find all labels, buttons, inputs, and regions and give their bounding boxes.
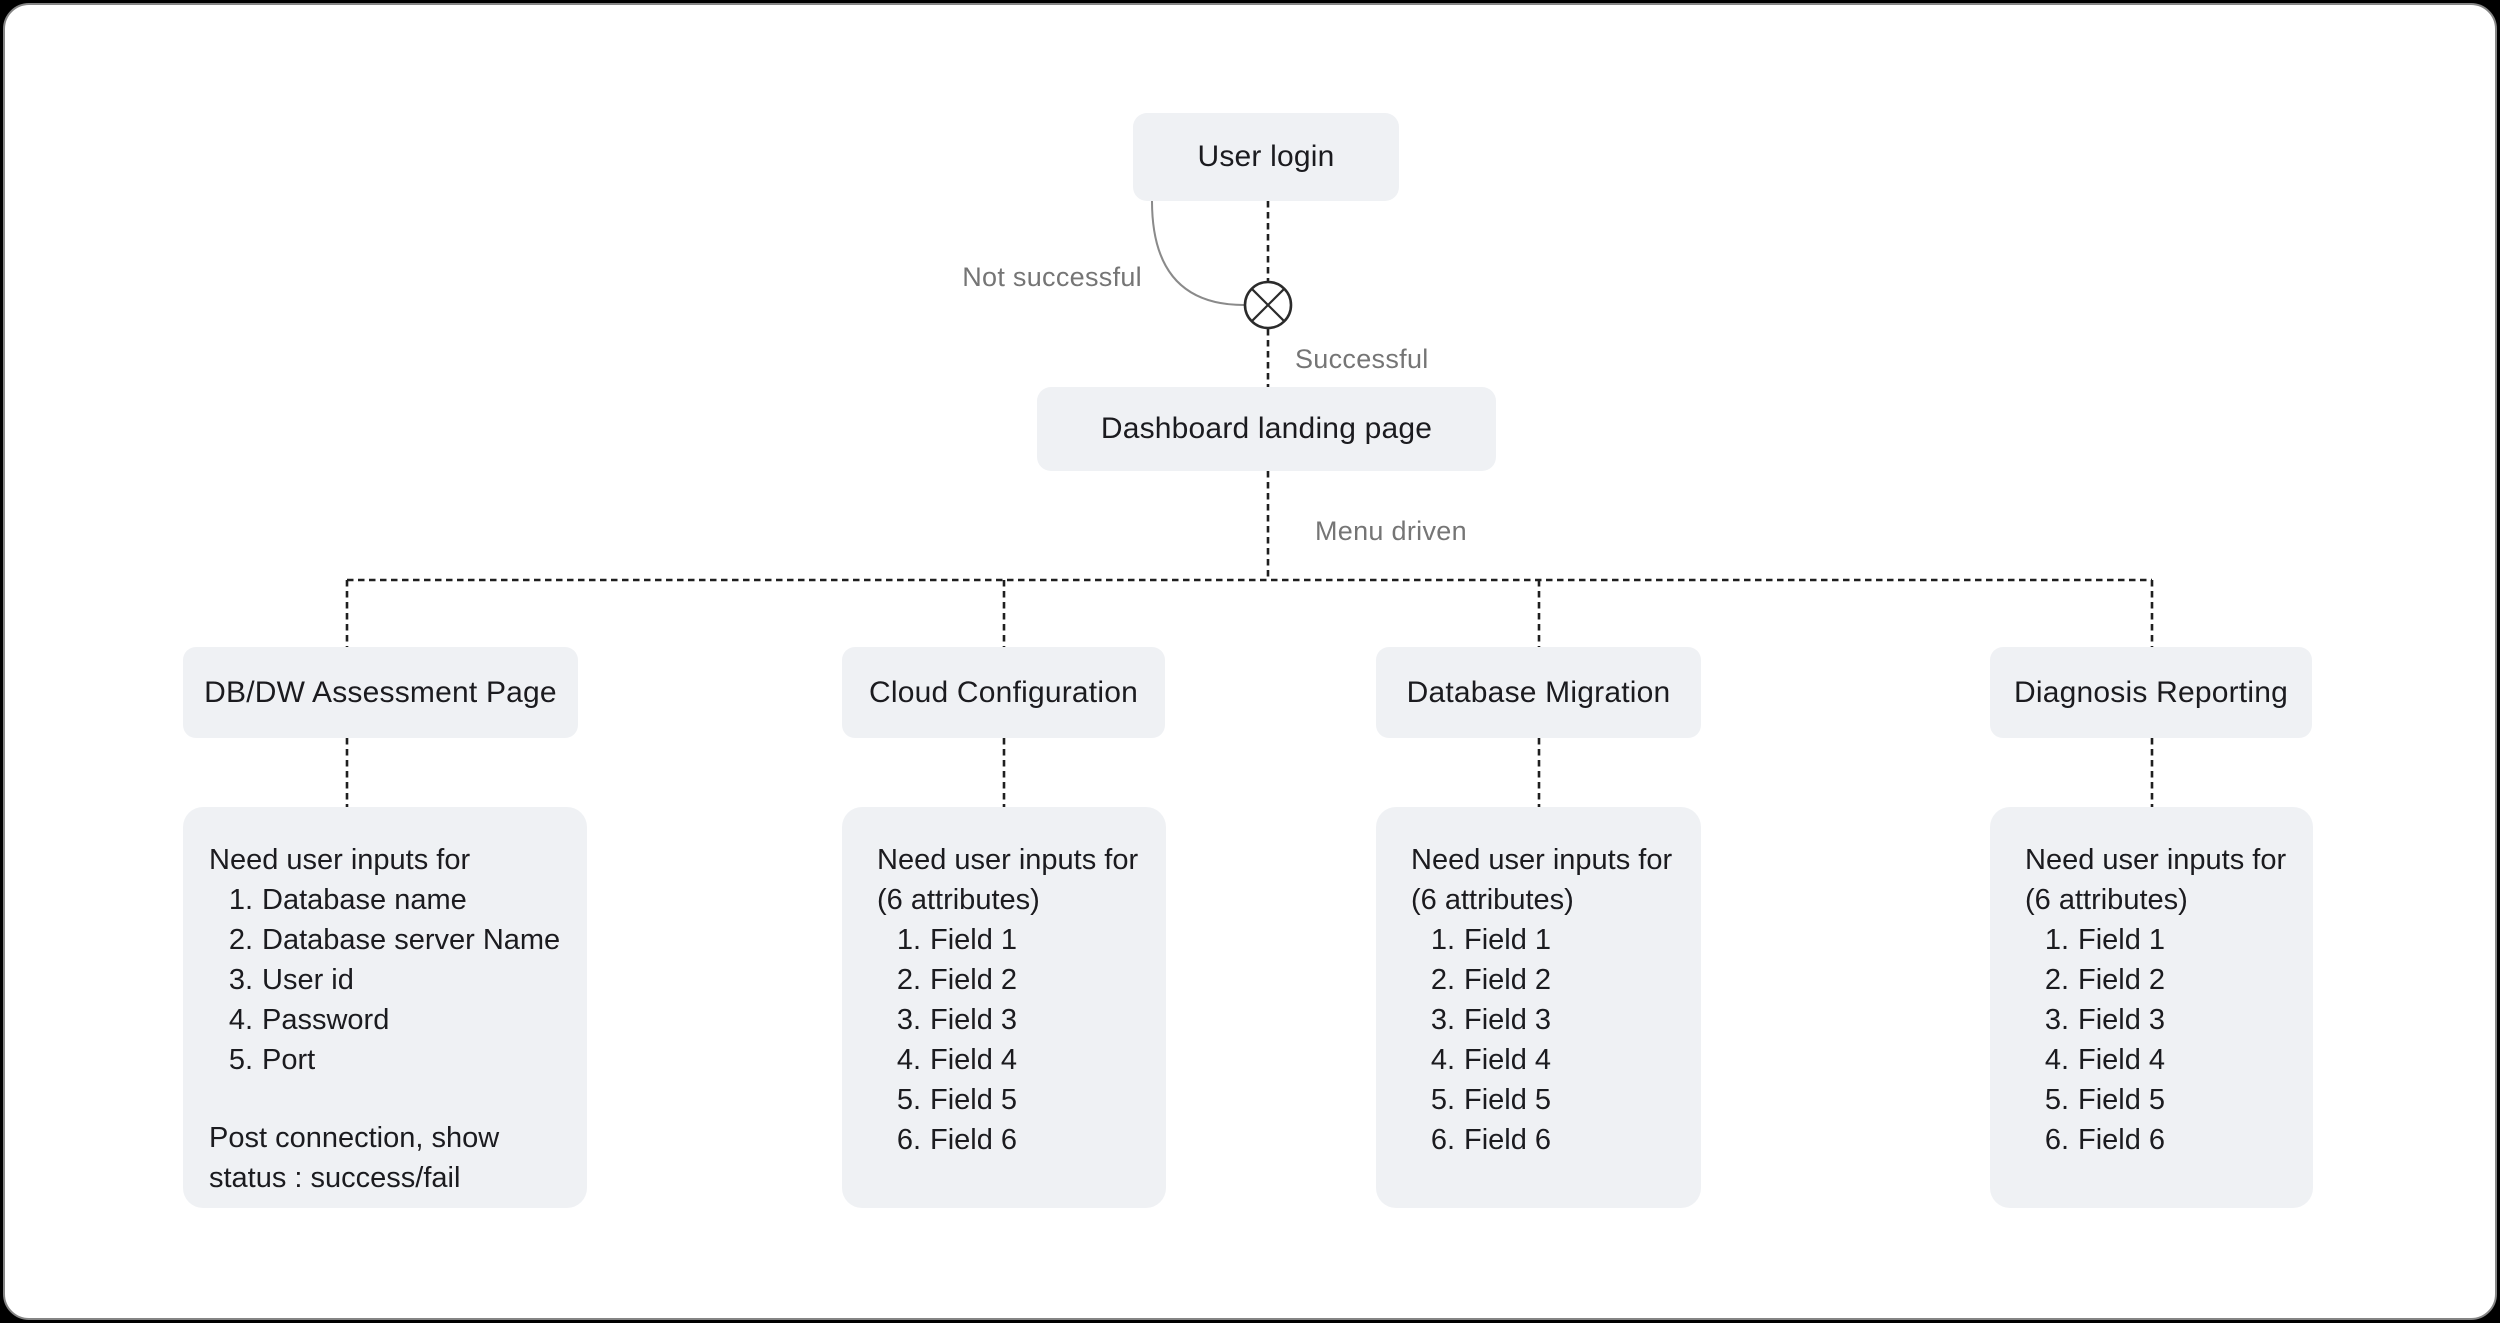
branch-node-db-dw-assessment[interactable]: DB/DW Assessment Page	[183, 647, 578, 738]
list-item: 5.Field 5	[1430, 1084, 1552, 1116]
list-item: 2.Database server Name	[228, 924, 561, 956]
list-item: 3.Field 3	[896, 1004, 1018, 1036]
detail-card-db-dw-assessment[interactable]: Need user inputs for 1.Database name 2.Da…	[183, 807, 587, 1208]
detail-footer: Post connection, show status : success/fa…	[209, 1118, 567, 1198]
list-item: 1.Database name	[228, 884, 467, 916]
list-item: 4.Password	[228, 1004, 390, 1036]
list-item: 4.Field 4	[1430, 1044, 1552, 1076]
text-line: Need user inputs for	[209, 844, 471, 876]
detail-card-cloud-configuration[interactable]: Need user inputs for (6 attributes) 1.Fie…	[842, 807, 1166, 1208]
detail-intro: Need user inputs for	[209, 840, 567, 880]
branch-node-database-migration[interactable]: Database Migration	[1376, 647, 1701, 738]
text-line: status : success/fail	[209, 1162, 461, 1194]
list-item: 2.Field 2	[2044, 964, 2166, 996]
text-line: (6 attributes)	[1411, 884, 1574, 916]
edge-label-successful[interactable]: Successful	[1295, 344, 1429, 374]
detail-items: 1.Field 1 2.Field 2 3.Field 3 4.Field 4 5.Fi…	[877, 920, 1146, 1160]
list-item: 3.Field 3	[2044, 1004, 2166, 1036]
list-item: 5.Field 5	[2044, 1084, 2166, 1116]
detail-card-database-migration[interactable]: Need user inputs for (6 attributes) 1.Fie…	[1376, 807, 1701, 1208]
dashboard-landing-label: Dashboard landing page	[1100, 412, 1433, 445]
list-item: 1.Field 1	[896, 924, 1018, 956]
edge-label-not-successful[interactable]: Not successful	[962, 262, 1142, 292]
edge-label-menu-driven[interactable]: Menu driven	[1315, 516, 1467, 546]
gateway-circle-x-icon[interactable]	[1243, 280, 1293, 330]
text-line: (6 attributes)	[2025, 884, 2188, 916]
list-item: 2.Field 2	[896, 964, 1018, 996]
branch-title: Database Migration	[1406, 675, 1671, 709]
dashboard-landing-node[interactable]: Dashboard landing page	[1037, 387, 1496, 471]
list-item: 2.Field 2	[1430, 964, 1552, 996]
list-item: 5.Field 5	[896, 1084, 1018, 1116]
branch-node-cloud-configuration[interactable]: Cloud Configuration	[842, 647, 1165, 738]
user-login-label: User login	[1197, 140, 1335, 173]
text-line: Need user inputs for	[1411, 844, 1673, 876]
not-successful-curve-connector	[1151, 200, 1245, 306]
detail-intro: Need user inputs for (6 attributes)	[2025, 840, 2293, 920]
text-line: (6 attributes)	[877, 884, 1040, 916]
list-item: 4.Field 4	[896, 1044, 1018, 1076]
list-item: 3.User id	[228, 964, 354, 996]
detail-items: 1.Field 1 2.Field 2 3.Field 3 4.Field 4 5.Fi…	[2025, 920, 2293, 1160]
list-item: 3.Field 3	[1430, 1004, 1552, 1036]
branch-node-diagnosis-reporting[interactable]: Diagnosis Reporting	[1990, 647, 2312, 738]
detail-card-diagnosis-reporting[interactable]: Need user inputs for (6 attributes) 1.Fie…	[1990, 807, 2313, 1208]
detail-items: 1.Database name 2.Database server Name 3.U…	[209, 880, 567, 1080]
text-line: Post connection, show	[209, 1122, 500, 1154]
list-item: 4.Field 4	[2044, 1044, 2166, 1076]
detail-items: 1.Field 1 2.Field 2 3.Field 3 4.Field 4 5.Fi…	[1411, 920, 1681, 1160]
branch-title: Diagnosis Reporting	[2014, 675, 2288, 709]
detail-intro: Need user inputs for (6 attributes)	[877, 840, 1146, 920]
list-item: 6.Field 6	[2044, 1124, 2166, 1156]
list-item: 1.Field 1	[2044, 924, 2166, 956]
list-item: 5.Port	[228, 1044, 316, 1076]
detail-intro: Need user inputs for (6 attributes)	[1411, 840, 1681, 920]
text-line: Need user inputs for	[2025, 844, 2287, 876]
text-line: Need user inputs for	[877, 844, 1139, 876]
list-item: 6.Field 6	[896, 1124, 1018, 1156]
branch-title: Cloud Configuration	[869, 675, 1138, 709]
user-login-node[interactable]: User login	[1133, 113, 1399, 201]
branch-title: DB/DW Assessment Page	[204, 675, 557, 709]
list-item: 6.Field 6	[1430, 1124, 1552, 1156]
list-item: 1.Field 1	[1430, 924, 1552, 956]
